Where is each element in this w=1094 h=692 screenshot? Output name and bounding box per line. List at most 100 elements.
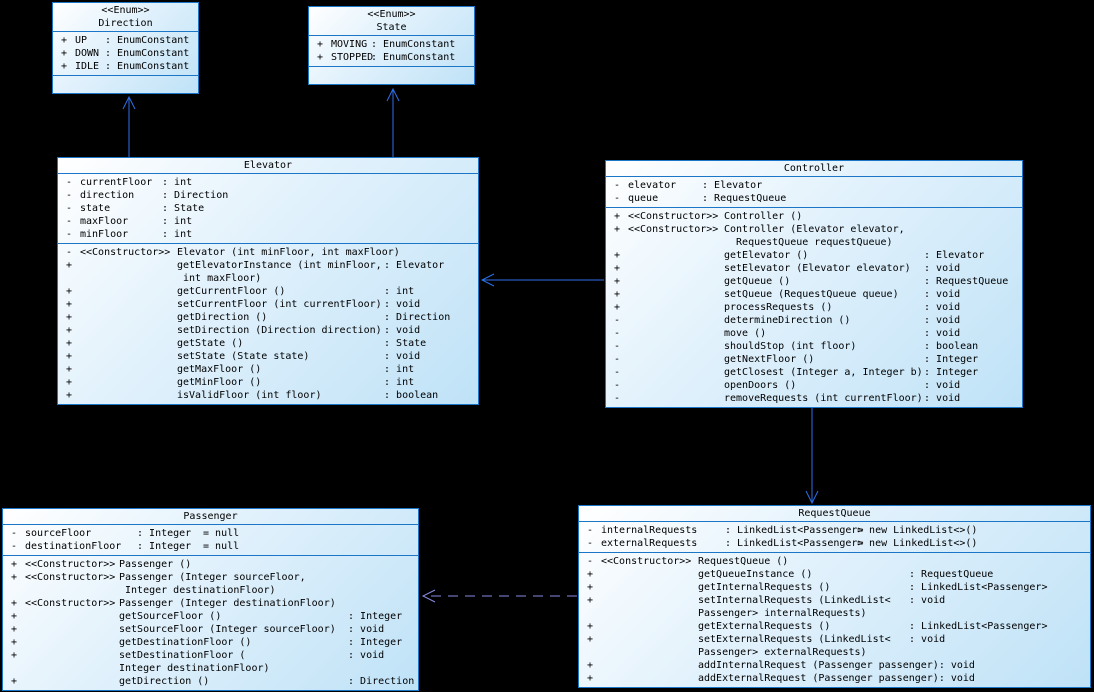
visibility-marker: + <box>66 260 73 271</box>
class-requestqueue[interactable]: RequestQueue -internalRequestsLinkedList<… <box>578 505 1091 688</box>
method-row: +getElevator ()Elevator <box>614 249 1022 262</box>
attribute-type: Direction <box>162 189 228 202</box>
attribute-row: -destinationFloorIntegernull <box>11 540 418 553</box>
method-row: -<<Constructor>>Elevator (int minFloor, … <box>66 246 478 259</box>
class-title-compartment: <<Enum>>Direction <box>53 3 198 31</box>
visibility-marker: + <box>66 364 73 375</box>
method-row: +<<Constructor>>Passenger (Integer sourc… <box>11 571 418 597</box>
attribute-default: null <box>203 527 239 540</box>
class-name: Controller <box>783 163 845 174</box>
visibility-marker: + <box>66 390 73 401</box>
visibility-marker: + <box>614 211 621 222</box>
visibility-marker: - <box>614 393 621 404</box>
class-passenger[interactable]: Passenger -sourceFloorIntegernull-destina… <box>2 508 419 691</box>
method-return-type: void <box>939 672 975 685</box>
signature-line: getState () <box>177 338 244 349</box>
method-return-type: void <box>384 350 420 363</box>
signature-line: Controller (Elevator elevator, <box>724 224 905 235</box>
attribute-name: destinationFloor <box>25 541 122 552</box>
attribute-type: State <box>162 202 204 215</box>
attribute-type: EnumConstant <box>105 60 189 73</box>
class-name: State <box>376 22 407 33</box>
method-row: +getDirection ()Direction <box>66 311 478 324</box>
attribute-name: internalRequests <box>601 525 698 536</box>
method-row: +getDirection ()Direction <box>11 675 418 688</box>
class-controller[interactable]: Controller-elevatorElevator-queueRequest… <box>605 160 1023 408</box>
attribute-name: elevator <box>628 180 677 191</box>
signature-line: getInternalRequests () <box>698 582 831 593</box>
signature-line: getSourceFloor () <box>119 611 222 622</box>
signature-line: Elevator (int minFloor, int maxFloor) <box>177 247 400 258</box>
method-return-type: int <box>384 285 414 298</box>
method-return-type: Integer <box>348 610 402 623</box>
visibility-marker: + <box>11 624 18 635</box>
visibility-marker: - <box>614 341 621 352</box>
method-return-type: void <box>909 633 945 646</box>
attribute-default: new LinkedList<>() <box>857 537 977 550</box>
attribute-name: STOPPED <box>331 52 374 63</box>
method-signature: Passenger (Integer destinationFloor) <box>119 597 348 610</box>
method-row: -determineDirection ()void <box>614 314 1022 327</box>
method-signature: addExternalRequest (Passenger passenger) <box>698 672 939 685</box>
method-row: +setState (State state)void <box>66 350 478 363</box>
visibility-marker: + <box>61 48 68 59</box>
signature-line: getMaxFloor () <box>177 364 262 375</box>
method-return-type: void <box>348 623 384 636</box>
signature-line: addInternalRequest (Passenger passenger) <box>698 660 939 671</box>
visibility-marker: + <box>11 598 18 609</box>
methods-compartment <box>309 66 474 84</box>
class-elevator[interactable]: Elevator-currentFloorint-directionDirect… <box>57 157 479 405</box>
attribute-row: -elevatorElevator <box>614 179 1022 192</box>
attribute-row: +DOWNEnumConstant <box>61 47 198 60</box>
class-state[interactable]: <<Enum>>State+MOVINGEnumConstant+STOPPED… <box>308 6 475 85</box>
visibility-marker: + <box>587 582 594 593</box>
visibility-marker: - <box>66 216 73 227</box>
signature-line: shouldStop (int floor) <box>724 341 857 352</box>
attribute-row: -sourceFloorIntegernull <box>11 527 418 540</box>
method-return-type: void <box>384 324 420 337</box>
method-return-type: Direction <box>384 311 450 324</box>
method-signature: getNextFloor () <box>724 353 924 366</box>
visibility-marker: + <box>317 39 324 50</box>
class-name: Passenger <box>183 511 238 522</box>
method-row: +getQueueInstance ()RequestQueue <box>587 568 1090 581</box>
method-row: +<<Constructor>>Passenger () <box>11 558 418 571</box>
class-name: RequestQueue <box>798 508 871 519</box>
method-signature: setDestinationFloor (Integer destination… <box>119 649 348 675</box>
method-signature: getExternalRequests () <box>698 620 909 633</box>
method-row: +setDirection (Direction direction)void <box>66 324 478 337</box>
method-return-type: LinkedList<Passenger> <box>909 581 1047 594</box>
signature-line: getCurrentFloor () <box>177 286 286 297</box>
visibility-marker: - <box>587 525 594 536</box>
visibility-marker: + <box>587 595 594 606</box>
visibility-marker: + <box>614 224 621 235</box>
signature-line: Passenger () <box>119 559 192 570</box>
attribute-type: int <box>162 228 192 241</box>
method-signature: getElevatorInstance (int minFloor, int m… <box>177 259 384 285</box>
method-signature: Controller (Elevator elevator, RequestQu… <box>724 223 924 249</box>
attribute-type: RequestQueue <box>702 192 786 205</box>
visibility-marker: + <box>614 302 621 313</box>
method-row: + getInternalRequests () LinkedList<Passen… <box>587 581 1090 594</box>
class-direction[interactable]: <<Enum>>Direction+UPEnumConstant+DOWNEnu… <box>52 2 199 94</box>
method-signature: getMinFloor () <box>177 376 384 389</box>
visibility-marker: + <box>11 559 18 570</box>
method-signature: addInternalRequest (Passenger passenger) <box>698 659 939 672</box>
method-signature: setElevator (Elevator elevator) <box>724 262 924 275</box>
signature-line: Passenger (Integer destinationFloor) <box>119 598 336 609</box>
method-return-type: void <box>348 649 384 662</box>
visibility-marker: - <box>66 177 73 188</box>
attribute-type: EnumConstant <box>105 47 189 60</box>
method-return-type: void <box>384 298 420 311</box>
attributes-compartment: -sourceFloorIntegernull-destinationFloor… <box>3 524 418 555</box>
method-signature: getInternalRequests () <box>698 581 909 594</box>
visibility-marker: + <box>11 637 18 648</box>
signature-line: Passenger> internalRequests) <box>698 608 867 619</box>
method-signature: removeRequests (int currentFloor) <box>724 392 924 405</box>
visibility-marker: + <box>11 611 18 622</box>
attribute-row: +STOPPEDEnumConstant <box>317 51 474 64</box>
method-signature: getQueue () <box>724 275 924 288</box>
attributes-compartment: +MOVINGEnumConstant+STOPPEDEnumConstant <box>309 35 474 66</box>
method-row: -move ()void <box>614 327 1022 340</box>
